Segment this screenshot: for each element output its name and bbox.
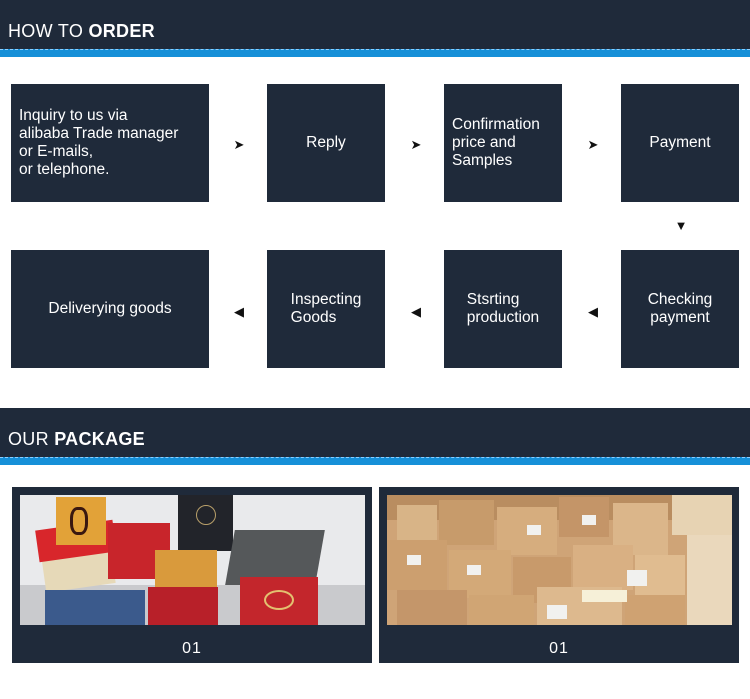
arrow-left-icon: ◀ bbox=[411, 304, 421, 319]
photo-number: 01 bbox=[549, 640, 569, 657]
arrow-right-icon: ➤ bbox=[587, 137, 599, 152]
our-package-banner: OUR PACKAGE bbox=[0, 408, 750, 465]
package-photo-card: 01 bbox=[12, 487, 372, 663]
arrow-down-icon: ▼ bbox=[674, 218, 688, 233]
step-delivering-goods: Deliverying goods bbox=[11, 250, 209, 368]
cartons-photo bbox=[387, 495, 732, 625]
banner-stripe bbox=[0, 49, 750, 57]
arrow-right-icon: ➤ bbox=[410, 137, 422, 152]
arrow-left-icon: ◀ bbox=[234, 304, 244, 319]
step-inquiry: Inquiry to us via alibaba Trade manager … bbox=[11, 84, 209, 202]
our-package-title: OUR PACKAGE bbox=[8, 429, 145, 449]
arrow-left-icon: ◀ bbox=[588, 304, 598, 319]
step-checking-payment: Checking payment bbox=[621, 250, 739, 368]
step-confirmation: Confirmation price and Samples bbox=[444, 84, 562, 202]
arrow-right-icon: ➤ bbox=[233, 137, 245, 152]
step-reply: Reply bbox=[267, 84, 385, 202]
photo-number: 01 bbox=[182, 640, 202, 657]
step-payment: Payment bbox=[621, 84, 739, 202]
how-to-order-banner: HOW TO ORDER bbox=[0, 0, 750, 57]
step-starting-production: Stsrting production bbox=[444, 250, 562, 368]
step-inspecting-goods: Inspecting Goods bbox=[267, 250, 385, 368]
gift-boxes-photo bbox=[20, 495, 365, 625]
how-to-order-title: HOW TO ORDER bbox=[8, 21, 155, 41]
banner-stripe bbox=[0, 457, 750, 465]
package-photo-card: 01 bbox=[379, 487, 739, 663]
